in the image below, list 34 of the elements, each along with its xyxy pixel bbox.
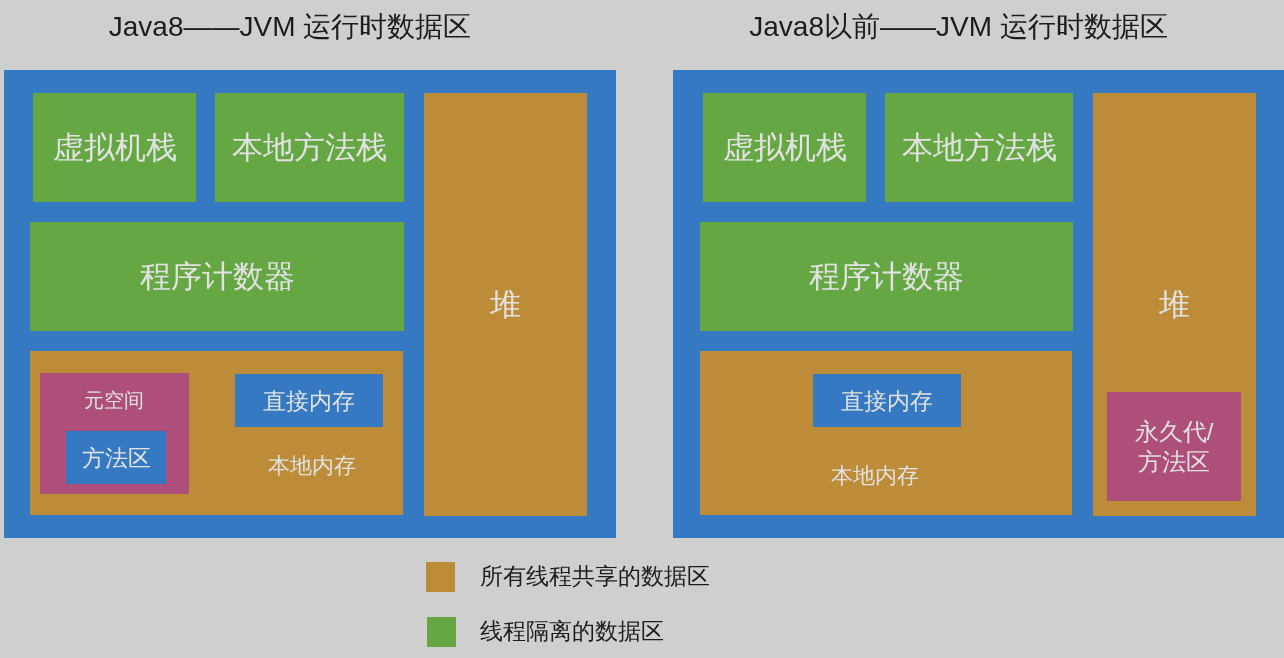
area-label: 本地内存	[831, 462, 919, 490]
memory-area-block	[885, 93, 1073, 202]
area-label: 程序计数器	[809, 257, 964, 296]
legend-text: 线程隔离的数据区	[480, 618, 664, 646]
area-label: 堆	[1159, 285, 1190, 324]
area-label: 堆	[490, 285, 521, 324]
area-label: 本地方法栈	[232, 128, 387, 167]
memory-area-block	[1107, 392, 1241, 501]
area-label: 直接内存	[263, 386, 355, 415]
memory-area-block	[30, 222, 404, 331]
area-label: 元空间	[84, 387, 144, 413]
memory-area-block	[30, 351, 403, 515]
panel-heading: Java8以前——JVM 运行时数据区	[749, 10, 1168, 44]
memory-area-block	[700, 222, 1073, 331]
area-label: 永久代/方法区	[1133, 416, 1215, 477]
area-label: 本地内存	[268, 452, 356, 480]
area-label: 方法区	[81, 443, 151, 472]
memory-area-block	[235, 374, 383, 427]
area-label: 直接内存	[841, 386, 933, 415]
memory-area-block	[424, 93, 587, 516]
memory-area-block	[1093, 93, 1256, 516]
memory-area-block	[700, 351, 1072, 515]
memory-area-block	[703, 93, 866, 202]
area-label: 虚拟机栈	[722, 128, 847, 167]
memory-area-block	[33, 93, 196, 202]
area-label: 本地方法栈	[901, 128, 1057, 167]
area-label: 虚拟机栈	[52, 128, 177, 167]
legend-text: 所有线程共享的数据区	[480, 563, 710, 591]
memory-area-block	[66, 431, 166, 484]
memory-area-block	[40, 373, 189, 494]
memory-area-block	[215, 93, 404, 202]
area-label: 程序计数器	[139, 257, 295, 296]
panel-heading: Java8——JVM 运行时数据区	[108, 10, 472, 44]
memory-area-block	[813, 374, 961, 427]
